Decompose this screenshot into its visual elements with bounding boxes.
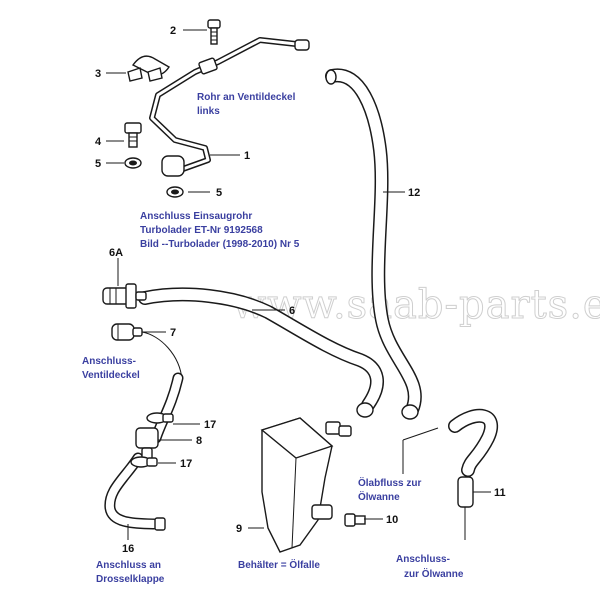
note-abfluss-line1: Ölabfluss zur: [358, 476, 421, 489]
label-1: 1: [244, 150, 250, 162]
label-2: 2: [170, 25, 176, 37]
connector-7: [111, 323, 143, 341]
bolt-4: [124, 122, 142, 148]
valve-cover-pipe: [149, 37, 310, 177]
note-rohr-line2: links: [197, 106, 220, 117]
clamp-17a: [146, 412, 174, 424]
hose-6: [138, 287, 384, 418]
label-4: 4: [95, 136, 102, 148]
bolt-10: [344, 513, 366, 527]
note-ventil-line2: Ventildeckel: [82, 370, 140, 381]
note-rohr-line1: Rohr an Ventildeckel: [197, 92, 296, 103]
note-einsaug-line3: Bild --Turbolader (1998-2010) Nr 5: [140, 239, 300, 250]
note-drossel-line1: Anschluss an: [96, 560, 161, 571]
note-abfluss-line2: Ölwanne: [358, 490, 400, 503]
leader-lines: [106, 29, 491, 540]
label-5a: 5: [95, 158, 101, 170]
label-12: 12: [408, 187, 420, 199]
bolt-2: [207, 19, 221, 45]
note-drossel-line2: Drosselklappe: [96, 574, 165, 585]
label-6a: 6A: [109, 247, 123, 259]
washer-5a: [124, 157, 142, 169]
label-3: 3: [95, 68, 101, 80]
label-6: 6: [289, 305, 295, 317]
label-16: 16: [122, 543, 134, 555]
note-wanne-line1: Anschluss-: [396, 554, 450, 565]
note-wanne-line2: zur Ölwanne: [404, 567, 464, 580]
label-17b: 17: [180, 458, 192, 470]
label-17a: 17: [204, 419, 216, 431]
hose-11: [448, 408, 498, 540]
note-behaelter: Behälter = Ölfalle: [238, 558, 320, 571]
label-9: 9: [236, 523, 242, 535]
washer-5b: [166, 186, 184, 198]
label-5b: 5: [216, 187, 222, 199]
oil-trap-container-9: [260, 417, 352, 553]
connector-6a: [102, 283, 147, 309]
label-11: 11: [494, 487, 506, 499]
hose-12: [325, 68, 422, 420]
note-einsaug-line2: Turbolader ET-Nr 9192568: [140, 225, 263, 236]
clamp-3: [127, 55, 170, 82]
note-ventil-line1: Anschluss-: [82, 356, 136, 367]
clamp-17b: [130, 456, 158, 468]
note-einsaug-line1: Anschluss Einsaugrohr: [140, 211, 252, 222]
label-7: 7: [170, 327, 176, 339]
label-8: 8: [196, 435, 202, 447]
label-10: 10: [386, 514, 398, 526]
